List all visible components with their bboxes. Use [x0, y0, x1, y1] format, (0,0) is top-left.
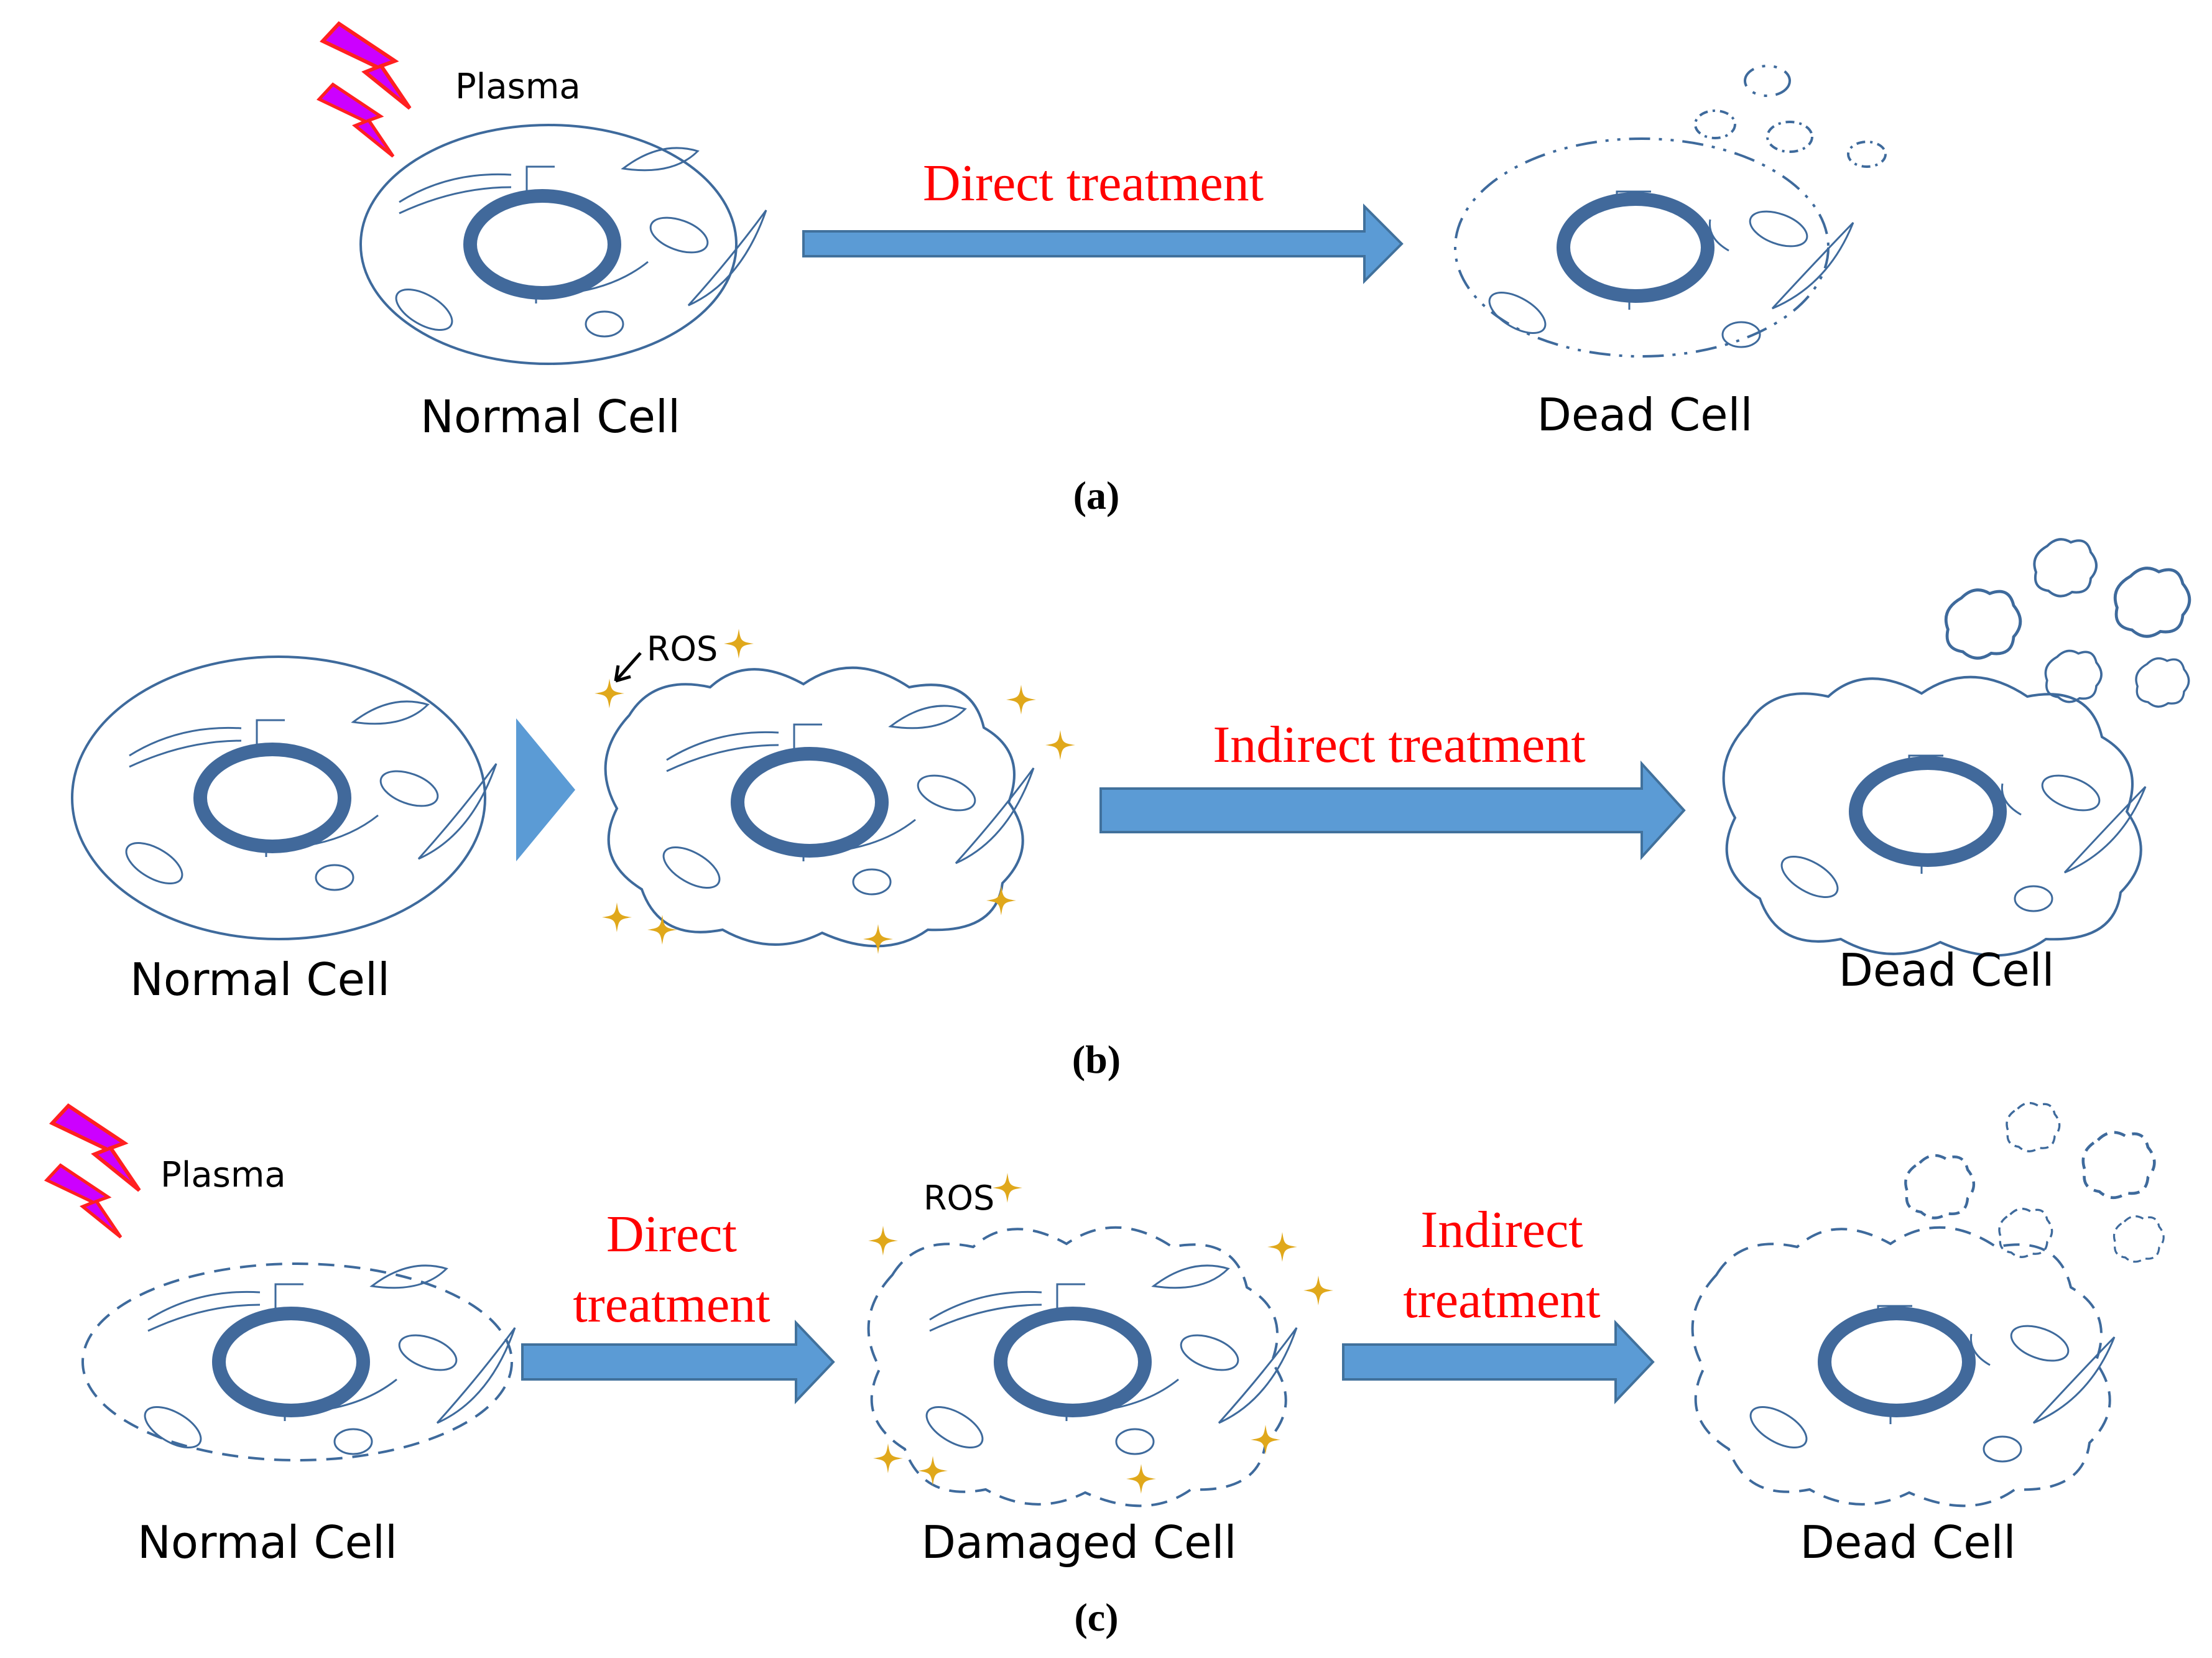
panel-caption: (a) — [1073, 473, 1120, 517]
arrow-label-line2: treatment — [573, 1276, 770, 1333]
arrow-label: Indirect treatment — [1213, 716, 1585, 774]
sparkle-star-icon — [1126, 1464, 1156, 1494]
damaged-cell-label: Damaged Cell — [922, 1516, 1237, 1568]
sparkle-star-icon — [602, 902, 632, 932]
cell-fragments — [1694, 65, 1887, 168]
dead-cell-label: Dead Cell — [1800, 1516, 2015, 1568]
ros-cell — [604, 666, 1035, 948]
ros-pointer-arrow — [614, 652, 642, 683]
sparkle-star-icon — [863, 924, 893, 954]
indirect-treatment-arrow — [1342, 1320, 1655, 1404]
normal-cell — [81, 1262, 516, 1461]
sparkle-star-icon — [918, 1456, 948, 1486]
plasma-label: Plasma — [160, 1155, 286, 1195]
sparkle-star-icon — [647, 915, 677, 945]
dead-cell — [1722, 675, 2147, 957]
direct-treatment-arrow — [802, 203, 1404, 284]
sparkle-star-icon — [1267, 1232, 1297, 1262]
sparkle-star-icon — [1045, 730, 1075, 760]
normal-cell-label: Normal Cell — [420, 391, 680, 443]
arrow-label-line2: treatment — [1403, 1271, 1600, 1329]
ros-label: ROS — [647, 629, 718, 669]
transition-triangle — [516, 718, 575, 861]
sparkle-star-icon — [595, 678, 624, 708]
lightning-bolt-icon — [47, 1165, 121, 1238]
normal-cell — [71, 655, 497, 940]
direct-treatment-arrow — [521, 1320, 835, 1404]
cell-fragments — [1946, 538, 2190, 708]
cell-fragments — [1905, 1101, 2165, 1263]
sparkle-star-icon — [868, 1226, 898, 1256]
arrow-label-line1: Indirect — [1420, 1201, 1583, 1259]
sparkle-star-icon — [724, 629, 754, 659]
dead-cell — [1691, 1226, 2116, 1507]
dead-cell — [1454, 137, 1854, 358]
panel-a: Plasma Direct treatment Normal Cell Dead… — [319, 24, 1887, 517]
arrow-label-line1: Direct — [606, 1205, 737, 1263]
dead-cell-label: Dead Cell — [1838, 944, 2054, 996]
damaged-cell — [867, 1226, 1298, 1507]
arrow-label: Direct treatment — [923, 154, 1264, 212]
dead-cell-label: Dead Cell — [1537, 389, 1752, 441]
normal-cell-label: Normal Cell — [130, 953, 390, 1006]
ros-label: ROS — [923, 1179, 994, 1218]
ros-stars — [595, 629, 1075, 954]
plasma-label: Plasma — [455, 67, 581, 107]
sparkle-star-icon — [873, 1443, 903, 1473]
ros-stars — [868, 1173, 1333, 1494]
panel-c: Plasma Direct treatment ROS Indirect tre… — [47, 1101, 2165, 1639]
normal-cell-label: Normal Cell — [137, 1516, 397, 1568]
panel-caption: (b) — [1072, 1037, 1121, 1081]
indirect-treatment-arrow — [1099, 760, 1686, 861]
normal-cell — [359, 124, 767, 365]
lightning-bolt-icon — [319, 85, 393, 157]
sparkle-star-icon — [1006, 685, 1036, 715]
sparkle-star-icon — [993, 1173, 1022, 1203]
sparkle-star-icon — [1303, 1276, 1333, 1305]
panel-b: ROS Indirect treatment Normal Cell Dead … — [71, 538, 2190, 1081]
panel-caption: (c) — [1074, 1595, 1118, 1639]
